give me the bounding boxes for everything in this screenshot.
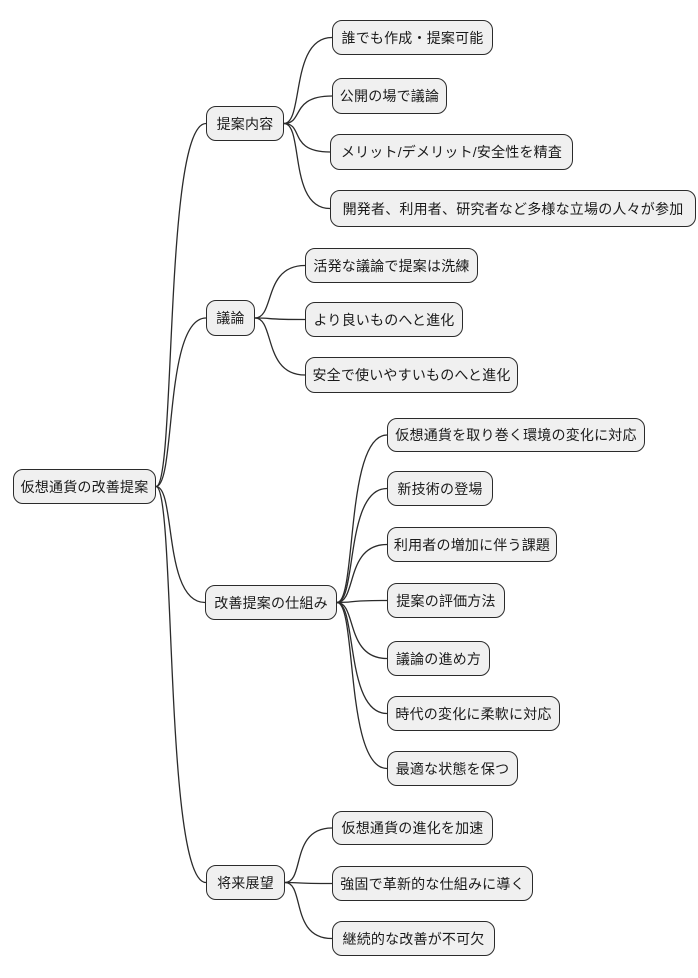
leaf-node: 強固で革新的な仕組みに導く [332, 866, 533, 901]
leaf-node: 新技術の登場 [387, 471, 493, 506]
leaf-node: 議論の進め方 [387, 641, 490, 676]
mindmap-edge [336, 434, 388, 604]
mindmap-edge [336, 601, 388, 715]
leaf-node: 仮想通貨を取り巻く環境の変化に対応 [387, 418, 645, 452]
mindmap-edge [283, 95, 333, 125]
branch-node: 議論 [206, 300, 255, 336]
mindmap-edge [254, 264, 306, 319]
leaf-node: 安全で使いやすいものへと進化 [305, 357, 518, 393]
mindmap-edge [284, 881, 333, 885]
leaf-node: 活発な議論で提案は洗練 [305, 248, 478, 283]
leaf-node: 利用者の増加に伴う課題 [387, 527, 557, 562]
mindmap-edge [283, 122, 331, 210]
mindmap-edge [155, 485, 207, 884]
leaf-node: 提案の評価方法 [387, 583, 505, 618]
leaf-node: 時代の変化に柔軟に対応 [387, 696, 560, 731]
leaf-node: 継続的な改善が不可欠 [332, 921, 495, 956]
mindmap-edge [336, 601, 388, 660]
mindmap-edge [155, 317, 207, 488]
mindmap-edge [254, 317, 306, 376]
mindmap-edge [283, 122, 331, 153]
mindmap-edge [155, 122, 207, 488]
leaf-node: 誰でも作成・提案可能 [332, 20, 493, 55]
mindmap-edge [336, 487, 388, 604]
leaf-node: 最適な状態を保つ [387, 751, 518, 786]
root-node: 仮想通貨の改善提案 [13, 469, 156, 504]
mindmap-edge [336, 599, 388, 604]
leaf-node: より良いものへと進化 [305, 302, 463, 337]
leaf-node: 仮想通貨の進化を加速 [332, 811, 493, 845]
mindmap-edge [284, 881, 333, 940]
leaf-node: 開発者、利用者、研究者など多様な立場の人々が参加 [330, 190, 696, 227]
branch-node: 将来展望 [206, 865, 285, 900]
mindmap-edge [155, 485, 206, 604]
leaf-node: メリット/デメリット/安全性を精査 [330, 134, 573, 170]
mindmap-edge [254, 317, 306, 321]
branch-node: 改善提案の仕組み [205, 585, 337, 620]
branch-node: 提案内容 [206, 106, 284, 141]
mindmap-edge [284, 827, 333, 884]
mindmap-edge [336, 601, 388, 770]
mindmap-edge [283, 36, 333, 125]
mindmap-edge [336, 543, 388, 604]
leaf-node: 公開の場で議論 [332, 78, 447, 114]
